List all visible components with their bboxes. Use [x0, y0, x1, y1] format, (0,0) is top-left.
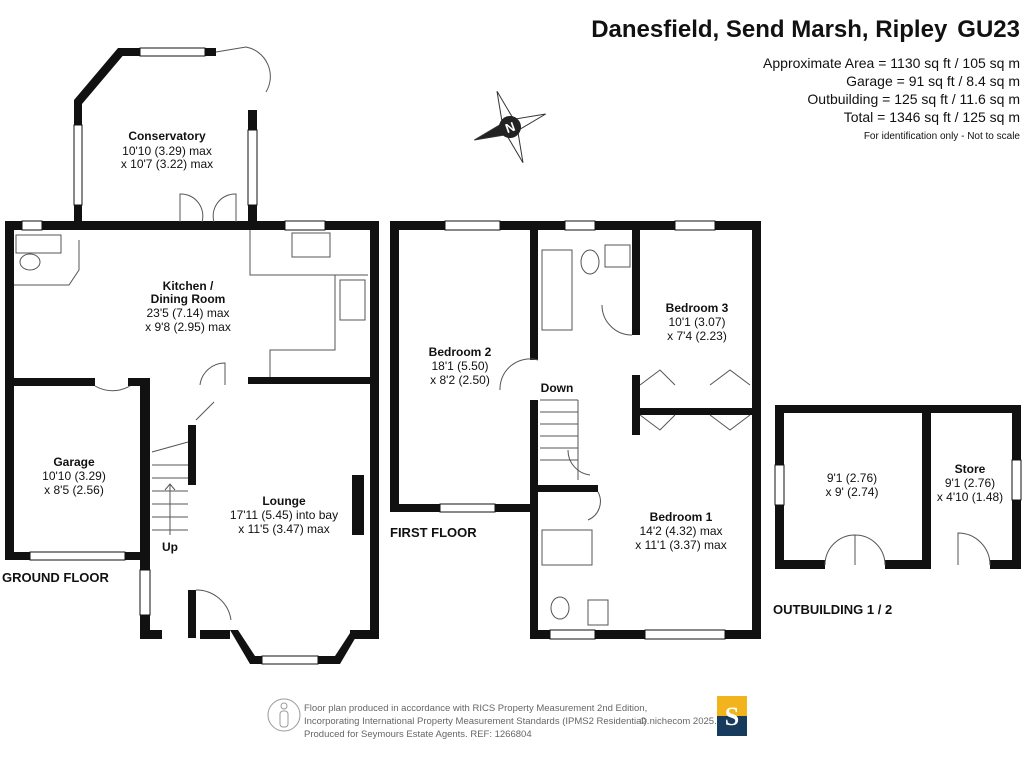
room-name: Dining Room [151, 292, 226, 306]
room-dimension: 17'11 (5.45) into bay [230, 508, 338, 522]
room-dimension: 9'1 (2.76) [945, 476, 995, 490]
room-name: Lounge [262, 494, 306, 508]
room-name: Bedroom 2 [429, 345, 492, 359]
room-dimension: 9'1 (2.76) [827, 471, 877, 485]
ground-floor-walls [5, 46, 379, 665]
room-name: Store [955, 462, 986, 476]
room-outbuilding-1: 9'1 (2.76) x 9' (2.74) [826, 471, 879, 499]
room-dimension: 10'10 (3.29) [42, 469, 106, 483]
footer-line: Floor plan produced in accordance with R… [304, 703, 648, 714]
room-dimension: 10'10 (3.29) max [122, 144, 212, 158]
area-approx: Approximate Area = 1130 sq ft / 105 sq m [763, 55, 1020, 71]
room-dimension: x 8'5 (2.56) [44, 483, 104, 497]
room-dimension: x 8'2 (2.50) [430, 373, 490, 387]
room-name: Kitchen / [163, 279, 214, 293]
first-floor-walls [390, 220, 761, 640]
area-summary: Approximate Area = 1130 sq ft / 105 sq m… [763, 54, 1020, 126]
room-dimension: x 10'7 (3.22) max [121, 157, 213, 171]
room-garage: Garage 10'10 (3.29) x 8'5 (2.56) [42, 455, 106, 497]
room-dimension: x 4'10 (1.48) [937, 490, 1003, 504]
footer-line: Incorporating International Property Mea… [304, 716, 650, 727]
logo-letter: S [724, 702, 740, 731]
area-outbuilding: Outbuilding = 125 sq ft / 11.6 sq m [807, 91, 1020, 107]
room-bedroom-3: Bedroom 3 10'1 (3.07) x 7'4 (2.23) [666, 301, 729, 343]
room-name: Bedroom 3 [666, 301, 729, 315]
copyright: © nichecom 2025. [640, 716, 717, 727]
footer-note: Floor plan produced in accordance with R… [304, 702, 717, 741]
address: Danesfield, Send Marsh, Ripley [591, 16, 948, 43]
first-floor-label: FIRST FLOOR [390, 525, 477, 540]
room-dimension: x 9' (2.74) [826, 485, 879, 499]
room-dimension: 23'5 (7.14) max [147, 306, 230, 320]
room-name: Garage [53, 455, 95, 469]
area-total: Total = 1346 sq ft / 125 sq m [843, 109, 1020, 125]
room-kitchen-dining: Kitchen / Dining Room 23'5 (7.14) max x … [145, 279, 231, 334]
stairs-down-label: Down [541, 381, 574, 395]
ground-floor-label: GROUND FLOOR [2, 570, 109, 585]
room-lounge: Lounge 17'11 (5.45) into bay x 11'5 (3.4… [230, 494, 338, 536]
room-name: Conservatory [128, 129, 206, 143]
scale-note: For identification only - Not to scale [863, 131, 1020, 142]
property-title: Danesfield, Send Marsh, Ripley GU23 [591, 16, 1020, 44]
postcode: GU23 [957, 16, 1020, 43]
room-dimension: x 11'1 (3.37) max [635, 538, 726, 552]
room-dimension: x 9'8 (2.95) max [145, 320, 231, 334]
stairs-up-label: Up [162, 540, 178, 554]
area-garage: Garage = 91 sq ft / 8.4 sq m [846, 73, 1020, 89]
footer-line: Produced for Seymours Estate Agents. REF… [304, 729, 532, 740]
room-name: Bedroom 1 [650, 510, 713, 524]
room-bedroom-1: Bedroom 1 14'2 (4.32) max x 11'1 (3.37) … [635, 510, 726, 552]
room-dimension: 14'2 (4.32) max [640, 524, 723, 538]
room-dimension: 18'1 (5.50) [432, 359, 489, 373]
outbuilding-walls [774, 405, 1022, 569]
room-dimension: x 11'5 (3.47) max [238, 522, 329, 536]
outbuilding-label: OUTBUILDING 1 / 2 [773, 602, 892, 617]
room-dimension: 10'1 (3.07) [669, 315, 726, 329]
ipms-person-icon [267, 698, 301, 732]
room-store: Store 9'1 (2.76) x 4'10 (1.48) [937, 462, 1003, 504]
room-bedroom-2: Bedroom 2 18'1 (5.50) x 8'2 (2.50) [429, 345, 492, 387]
seymours-logo: S [717, 696, 747, 736]
room-conservatory: Conservatory 10'10 (3.29) max x 10'7 (3.… [121, 129, 213, 171]
room-dimension: x 7'4 (2.23) [667, 329, 727, 343]
compass-icon: N [474, 91, 546, 163]
